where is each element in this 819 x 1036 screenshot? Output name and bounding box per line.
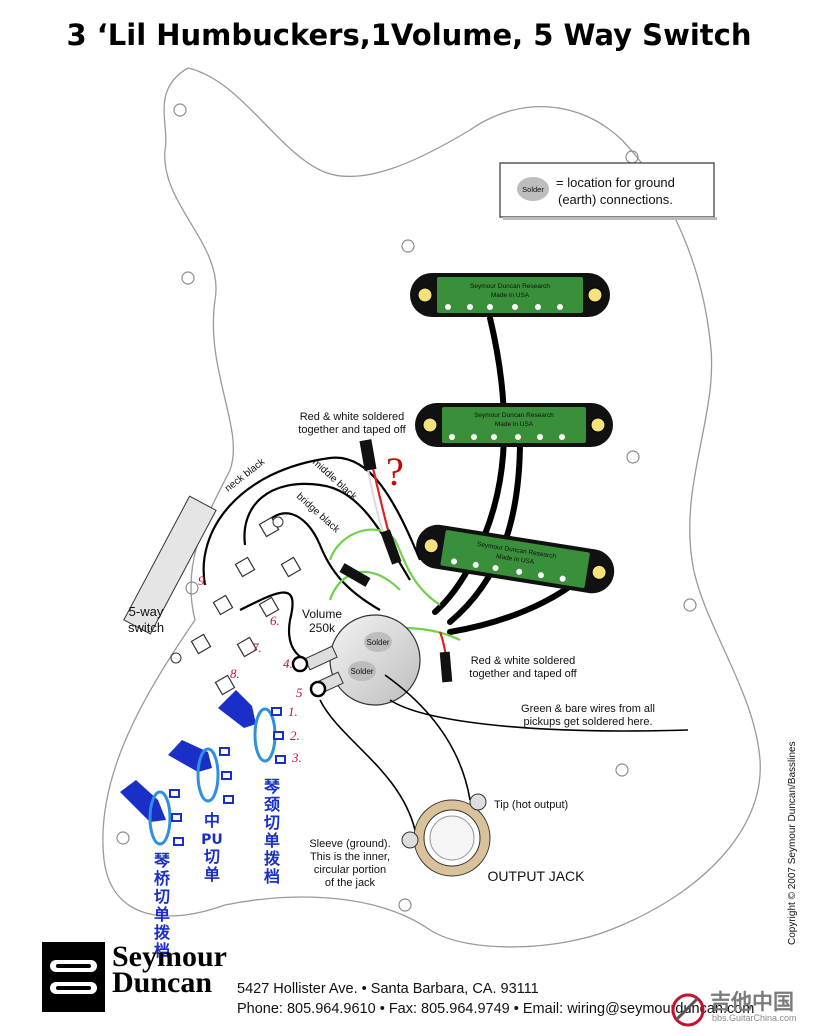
seymour-duncan-logo-text: Seymour Duncan — [112, 940, 227, 999]
switch-position-neck — [218, 690, 286, 764]
logo-line-2: Duncan — [112, 966, 213, 999]
svg-text:2.: 2. — [290, 728, 300, 743]
logo-s-icon — [50, 960, 97, 994]
company-contact: Phone: 805.964.9610 • Fax: 805.964.9749 … — [237, 1001, 755, 1017]
svg-text:档: 档 — [264, 867, 280, 886]
svg-text:拨: 拨 — [154, 923, 171, 942]
svg-text:3.: 3. — [291, 750, 302, 765]
pickup-neck-label-2: Made in USA — [491, 292, 530, 299]
question-mark: ? — [386, 449, 404, 494]
svg-text:单: 单 — [264, 831, 280, 850]
ground-legend: Solder = location for ground (earth) con… — [499, 162, 717, 220]
output-jack — [401, 793, 491, 877]
svg-text:8.: 8. — [230, 666, 240, 681]
green-bare-line-2: pickups get soldered here. — [523, 716, 652, 728]
svg-text:单: 单 — [204, 865, 220, 884]
five-way-label-2: switch — [128, 620, 164, 635]
pickup-neck: Seymour Duncan Research Made in USA — [410, 273, 610, 317]
logo-line-1: Seymour — [112, 940, 227, 973]
pickup-middle-label-1: Seymour Duncan Research — [474, 412, 554, 419]
svg-text:9.: 9. — [198, 573, 208, 588]
sleeve-line-4: of the jack — [325, 877, 376, 889]
cn-annotation-bridge: 琴 桥 切 单 拨 档 — [153, 851, 171, 960]
svg-text:琴: 琴 — [263, 777, 281, 796]
red-white-top-line-1: Red & white soldered — [300, 411, 405, 423]
solder-label-2: Solder — [350, 667, 373, 676]
company-footer: 5427 Hollister Ave. • Santa Barbara, CA.… — [237, 979, 797, 1019]
svg-text:中: 中 — [204, 811, 220, 830]
cn-annotation-middle: 中 PU 切 单 — [201, 811, 223, 884]
bridge-black-label: bridge black — [294, 491, 342, 536]
pickguard-screws — [116, 103, 697, 912]
svg-text:6.: 6. — [270, 613, 280, 628]
neck-black-label: neck black — [223, 456, 268, 494]
output-jack-label: OUTPUT JACK — [488, 868, 586, 884]
pickup-middle-label-2: Made in USA — [495, 421, 534, 428]
svg-text:1.: 1. — [288, 704, 298, 719]
svg-text:颈: 颈 — [264, 795, 280, 814]
svg-text:7.: 7. — [252, 640, 262, 655]
cn-annotation-neck: 琴 颈 切 单 拨 档 — [263, 777, 281, 886]
jack-wires — [319, 674, 689, 831]
watermark-cn: 吉他中国 — [710, 990, 794, 1014]
pickup-middle: Seymour Duncan Research Made in USA — [415, 403, 613, 447]
diagram-title: 3 ‘Lil Humbuckers,1Volume, 5 Way Switch — [67, 18, 752, 52]
sleeve-line-2: This is the inner, — [310, 851, 390, 863]
volume-label-1: Volume — [302, 607, 342, 621]
svg-text:4.: 4. — [283, 656, 293, 671]
volume-pot — [291, 614, 421, 706]
five-way-switch — [123, 495, 302, 696]
switch-position-bridge — [120, 780, 184, 846]
guitarchina-watermark: 吉他中国 bbs.GuitarChina.com — [666, 984, 816, 1032]
svg-text:切: 切 — [154, 887, 170, 906]
svg-text:拨: 拨 — [264, 849, 281, 868]
svg-text:桥: 桥 — [154, 869, 171, 888]
green-bare-line-1: Green & bare wires from all — [521, 703, 655, 715]
svg-text:切: 切 — [204, 847, 220, 866]
svg-text:单: 单 — [154, 905, 170, 924]
guitar-icon — [671, 993, 705, 1027]
solder-badge-text: Solder — [522, 185, 544, 194]
legend-line-2: (earth) connections. — [558, 192, 673, 207]
middle-black-label: middle black — [310, 457, 359, 503]
legend-line-1: = location for ground — [556, 175, 675, 190]
copyright-text: Copyright © 2007 Seymour Duncan/Bassline… — [787, 741, 798, 945]
seymour-duncan-logo-mark — [42, 942, 105, 1012]
svg-text:5: 5 — [296, 685, 303, 700]
solder-label-1: Solder — [366, 638, 389, 647]
svg-text:琴: 琴 — [153, 851, 171, 870]
pickup-bridge: Seymour Duncan Research Made in USA — [416, 524, 615, 594]
red-white-bottom-line-1: Red & white soldered — [471, 655, 576, 667]
svg-text:切: 切 — [264, 813, 280, 832]
svg-text:PU: PU — [201, 832, 223, 848]
red-number-annotations: 1. 2. 3. 4. 5 6. 7. 8. 9. — [198, 573, 303, 765]
pickup-neck-label-1: Seymour Duncan Research — [470, 283, 550, 290]
switch-position-middle — [168, 740, 234, 804]
tape-pieces — [339, 439, 453, 683]
switch-wires — [202, 456, 422, 667]
company-address: 5427 Hollister Ave. • Santa Barbara, CA.… — [237, 981, 539, 997]
red-white-bottom-line-2: together and taped off — [469, 668, 577, 680]
volume-label-2: 250k — [309, 621, 336, 635]
svg-text:档: 档 — [154, 941, 170, 960]
red-white-top-line-2: together and taped off — [298, 424, 406, 436]
tip-label: Tip (hot output) — [494, 799, 568, 811]
sleeve-line-1: Sleeve (ground). — [309, 838, 390, 850]
sleeve-line-3: circular portion — [314, 864, 386, 876]
five-way-label-1: 5-way — [129, 604, 164, 619]
pickguard-outline — [102, 67, 761, 948]
solder-badge — [517, 177, 549, 201]
watermark-url: bbs.GuitarChina.com — [712, 1013, 797, 1023]
